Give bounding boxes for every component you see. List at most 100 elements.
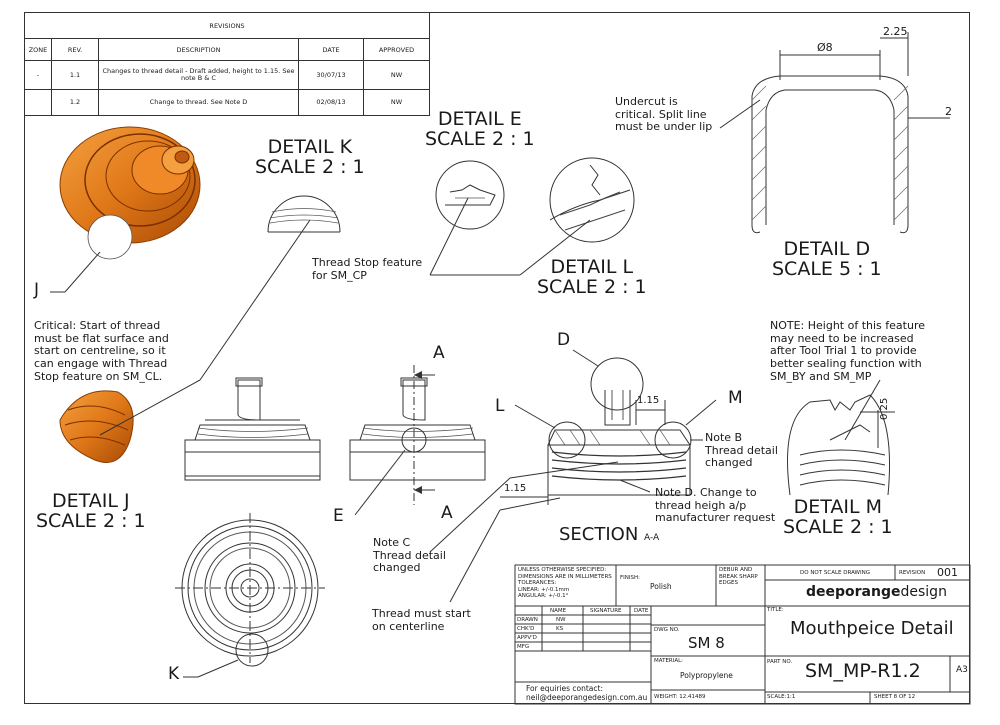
detail-d-label: DETAIL D — [783, 238, 871, 260]
section-view — [500, 349, 717, 505]
note-critical: Critical: Start of thread must be flat s… — [34, 319, 169, 383]
tb-date-label: DATE — [634, 608, 649, 614]
dim-diameter: Ø8 — [817, 41, 833, 54]
tb-row-mfg: MFG — [517, 644, 530, 650]
tb-signature-label: SIGNATURE — [590, 608, 622, 614]
detail-j-title: DETAIL J SCALE 2 : 1 — [36, 490, 146, 532]
label-a-bottom: A — [441, 503, 453, 523]
tb-part: SM_MP-R1.2 — [805, 660, 921, 682]
tb-sheet: SHEET 8 OF 12 — [874, 694, 916, 700]
bottom-view — [175, 513, 325, 678]
label-e: E — [333, 506, 344, 526]
tb-dwg-label: DWG NO. — [654, 627, 680, 633]
company-name: deeporange — [806, 584, 901, 600]
tb-row-chkd: CHK'D — [517, 626, 535, 632]
tb-weight: WEIGHT: 12.41489 — [654, 694, 706, 700]
dim-2-25: 2.25 — [883, 25, 908, 38]
title-block-grid — [514, 564, 971, 705]
detail-l-scale: SCALE 2 : 1 — [537, 275, 647, 298]
section-title: SECTION A-A — [559, 524, 660, 545]
note-thread-stop: Thread Stop feature for SM_CP — [312, 256, 423, 282]
note-height: NOTE: Height of this feature may need to… — [770, 319, 925, 383]
dim-1-15-top: 1.15 — [637, 395, 660, 406]
front-view — [184, 377, 321, 481]
tb-title-label: TITLE: — [767, 607, 784, 613]
detail-d-scale: SCALE 5 : 1 — [772, 257, 882, 280]
label-k: K — [168, 664, 180, 684]
dim-2: 2 — [945, 105, 952, 118]
dim-1-15-bottom: 1.15 — [504, 483, 527, 494]
rev-approved: NW — [363, 60, 430, 90]
side-view — [349, 365, 486, 516]
detail-m-title: DETAIL M SCALE 2 : 1 — [783, 496, 893, 538]
tb-drawn-name: NW — [556, 617, 566, 623]
revisions-table: REVISIONS ZONE REV. DESCRIPTION DATE APP… — [24, 11, 430, 117]
tb-tolerances: UNLESS OTHERWISE SPECIFIED: DIMENSIONS A… — [518, 567, 612, 600]
note-c: Note C Thread detail changed — [373, 536, 446, 575]
detail-e-view — [435, 160, 505, 230]
detail-j-render — [59, 390, 134, 463]
rev-number: 1.2 — [51, 88, 99, 117]
tb-material: Polypropylene — [680, 671, 733, 680]
tb-size: A3 — [956, 665, 968, 675]
tb-finish-label: FINISH: — [620, 575, 641, 581]
company-name-suffix: design — [900, 584, 947, 600]
detail-d-title: DETAIL D SCALE 5 : 1 — [772, 238, 882, 280]
tb-do-not-scale: DO NOT SCALE DRAWING — [800, 570, 870, 576]
detail-l-label: DETAIL L — [550, 256, 634, 278]
tb-row-appvd: APPV'D — [517, 635, 537, 641]
label-j: J — [34, 280, 40, 300]
section-suffix: A-A — [644, 533, 660, 543]
note-thread-start: Thread must start on centerline — [372, 607, 471, 633]
tb-chkd-name: KS — [556, 626, 564, 632]
label-m: M — [728, 388, 743, 408]
rev-number: 1.1 — [51, 60, 99, 90]
rev-description: Change to thread. See Note D — [98, 88, 299, 117]
detail-e-scale: SCALE 2 : 1 — [425, 127, 535, 150]
rev-approved: NW — [363, 88, 430, 117]
note-d: Note D. Change to thread heigh a/p manuf… — [655, 486, 776, 525]
sheet-border — [24, 12, 970, 704]
detail-k-view — [267, 195, 341, 233]
tb-revision-label: REVISION — [899, 570, 926, 576]
revisions-title: REVISIONS — [24, 11, 430, 40]
detail-m-view — [787, 379, 895, 496]
tb-material-label: MATERIAL: — [654, 658, 684, 664]
note-undercut: Undercut is critical. Split line must be… — [615, 95, 713, 134]
tb-deburr: DEBUR AND BREAK SHARP EDGES — [719, 567, 758, 587]
detail-l-title: DETAIL L SCALE 2 : 1 — [537, 256, 647, 298]
detail-k-title: DETAIL K SCALE 2 : 1 — [255, 136, 365, 178]
tb-dwg: SM 8 — [688, 634, 725, 652]
rev-description: Changes to thread detail - Draft added, … — [98, 60, 299, 90]
label-l: L — [495, 396, 505, 416]
company-logo: deeporangedesign — [806, 585, 947, 600]
tb-part-label: PART NO. — [767, 659, 793, 665]
section-label: SECTION — [559, 524, 639, 545]
detail-l-view — [549, 157, 635, 243]
tb-finish: Polish — [650, 582, 672, 591]
rev-date: 02/08/13 — [298, 88, 364, 117]
detail-j-label: DETAIL J — [52, 490, 130, 512]
detail-d-view — [719, 32, 950, 234]
label-d: D — [557, 330, 571, 350]
tb-title: Mouthpeice Detail — [790, 618, 954, 639]
tb-revision: 001 — [937, 566, 958, 579]
tb-contact: For equiries contact: neil@deeporangedes… — [526, 684, 648, 702]
detail-j-scale: SCALE 2 : 1 — [36, 509, 146, 532]
note-b: Note B Thread detail changed — [705, 431, 778, 470]
dim-0-25: 0.25 — [879, 397, 890, 420]
detail-k-label: DETAIL K — [267, 136, 353, 158]
tb-scale: SCALE:1:1 — [767, 694, 796, 700]
isometric-part-render — [59, 126, 201, 260]
label-a-top: A — [433, 343, 445, 363]
detail-e-label: DETAIL E — [437, 108, 522, 130]
detail-k-scale: SCALE 2 : 1 — [255, 155, 365, 178]
tb-name-label: NAME — [550, 608, 567, 614]
detail-m-scale: SCALE 2 : 1 — [783, 515, 893, 538]
detail-m-label: DETAIL M — [793, 496, 882, 518]
table-row: 1.2 Change to thread. See Note D 02/08/1… — [24, 88, 430, 117]
detail-e-title: DETAIL E SCALE 2 : 1 — [425, 108, 535, 150]
tb-row-drawn: DRAWN — [517, 617, 538, 623]
